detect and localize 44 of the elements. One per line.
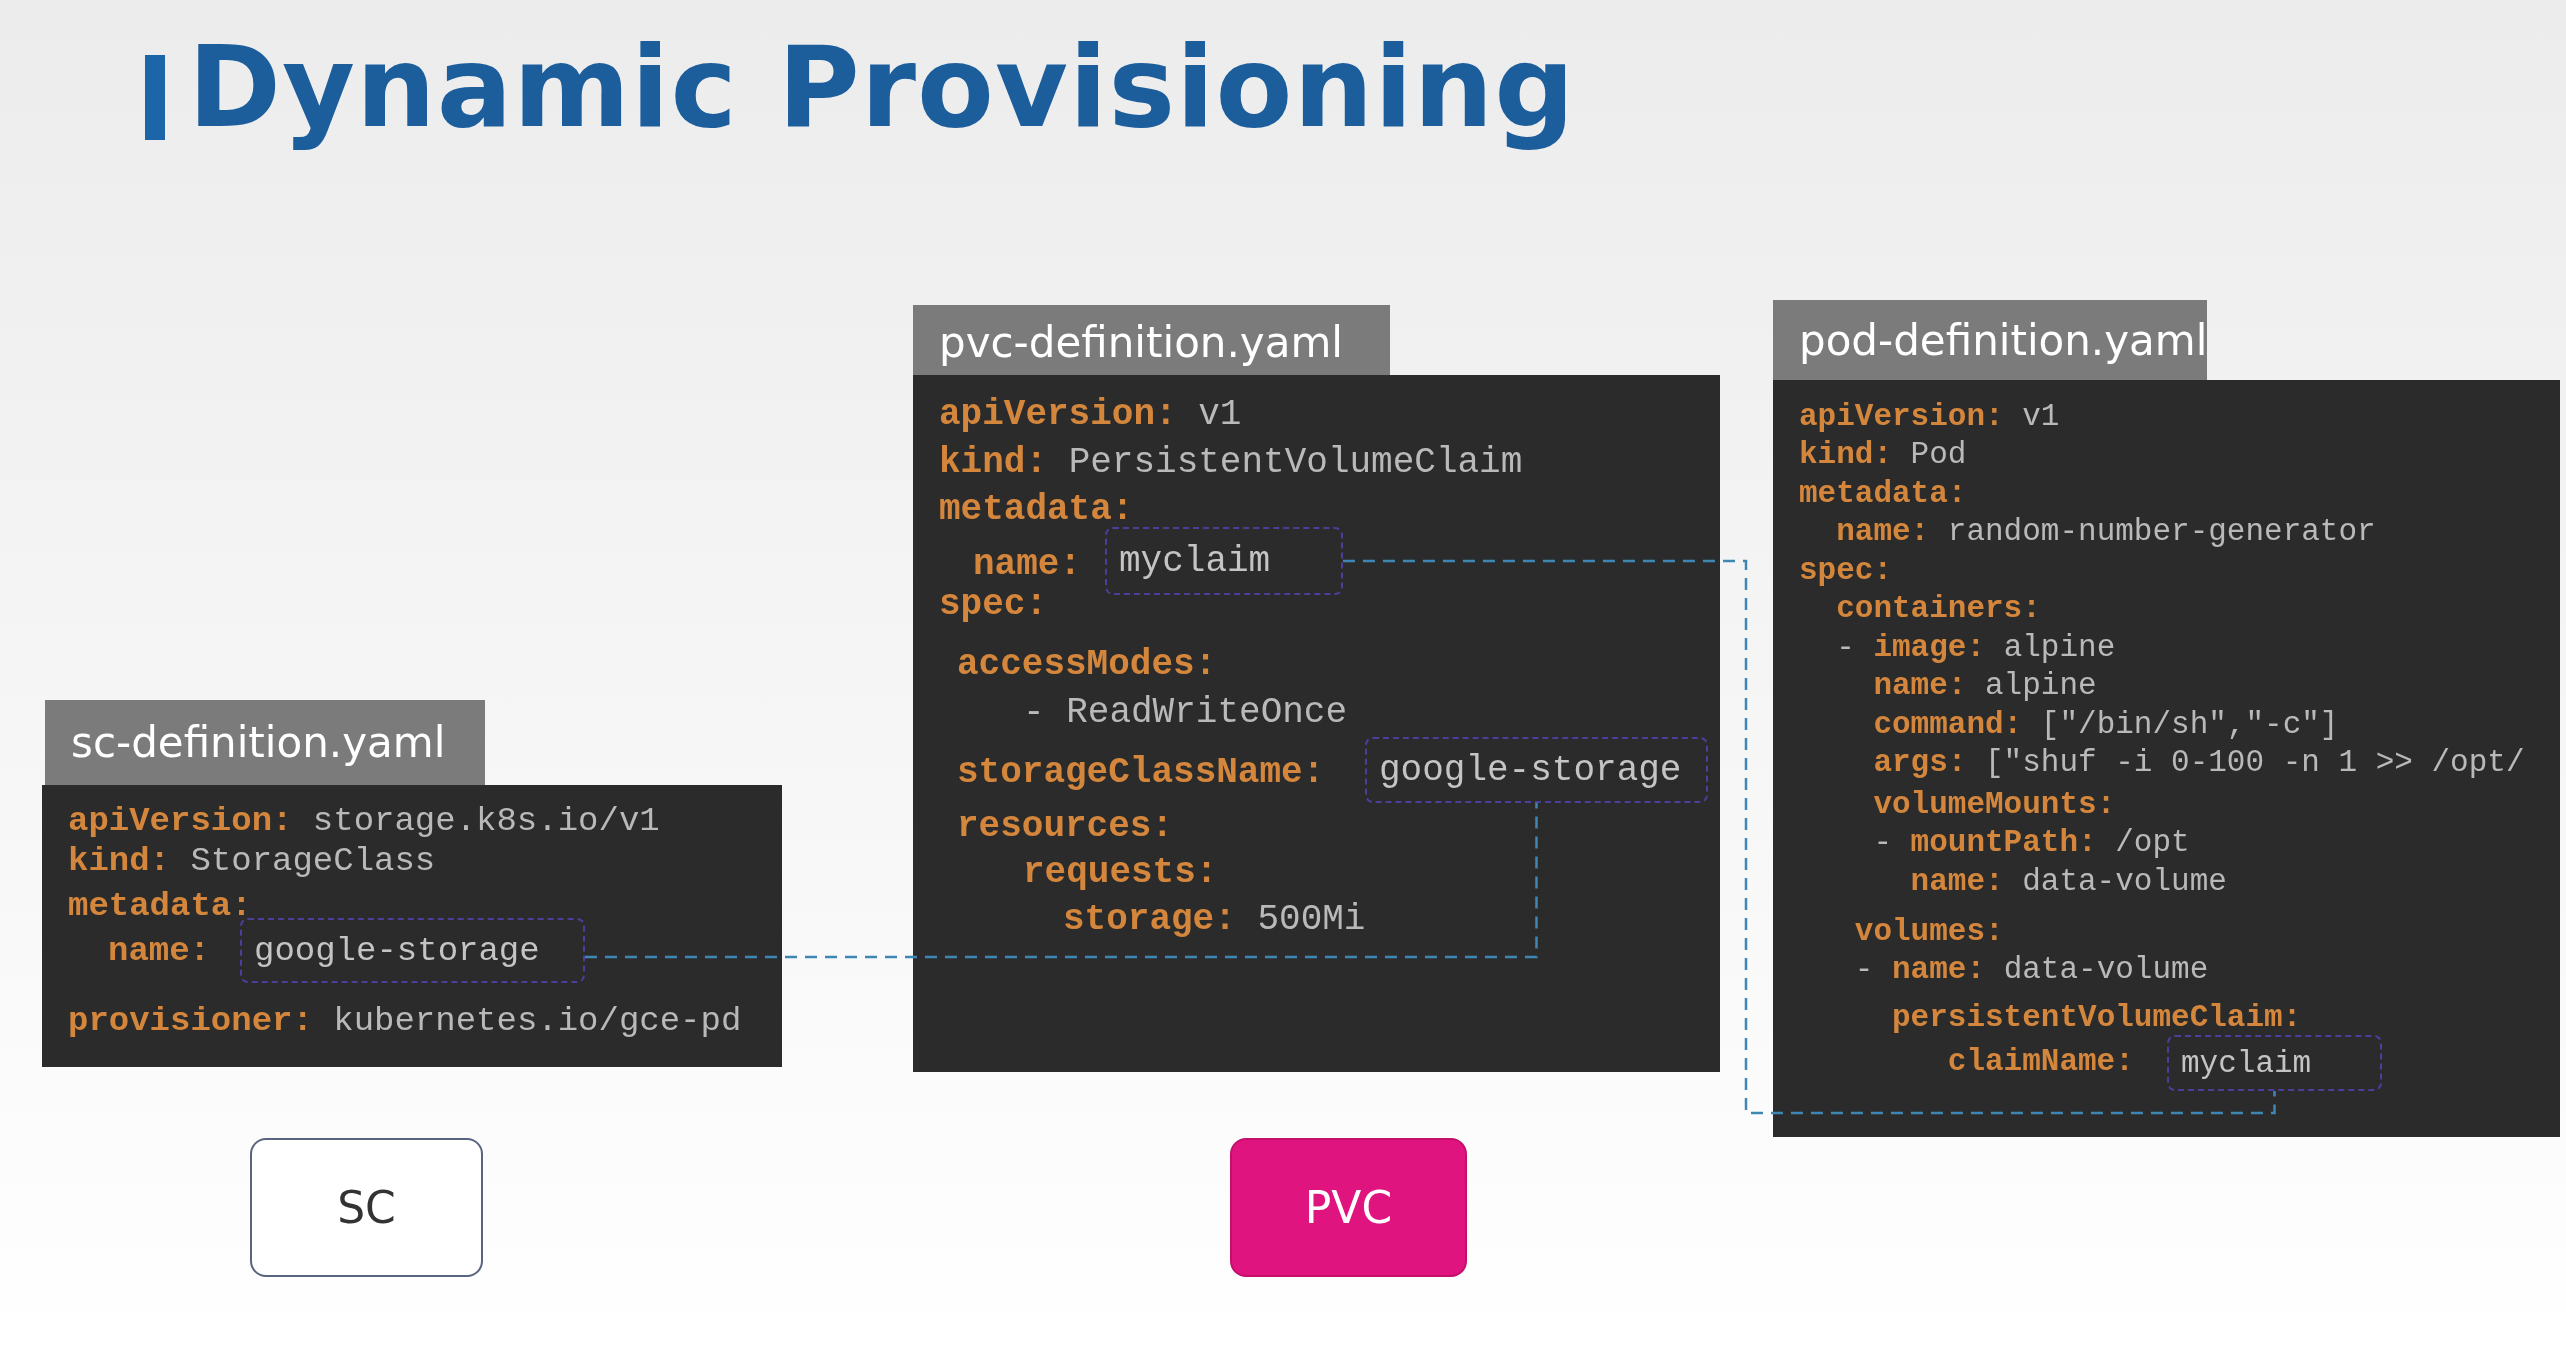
code-line: name: data-volume bbox=[1910, 865, 2227, 900]
code-window bbox=[42, 700, 782, 1067]
code-line: volumes: bbox=[1854, 915, 2004, 950]
connector-line bbox=[585, 803, 1538, 959]
code-line: apiVersion: storage.k8s.io/v1 bbox=[68, 803, 660, 841]
code-line: volumeMounts: bbox=[1873, 788, 2116, 823]
code-line: spec: bbox=[1799, 554, 1892, 589]
highlighted-value: myclaim bbox=[1105, 527, 1343, 595]
code-line: apiVersion: v1 bbox=[1799, 400, 2060, 435]
code-line: containers: bbox=[1836, 592, 2041, 627]
file-name-tab: sc-definition.yaml bbox=[45, 700, 485, 785]
code-line: name: alpine bbox=[1873, 669, 2097, 704]
code-line: name: random-number-generator bbox=[1836, 515, 2376, 550]
resource-box: PVC bbox=[1230, 1138, 1467, 1277]
code-line: name: bbox=[973, 545, 1082, 585]
code-line: args: ["shuf -i 0-100 -n 1 >> /opt/ bbox=[1873, 746, 2525, 781]
highlighted-value: google-storage bbox=[240, 918, 585, 983]
code-line: apiVersion: v1 bbox=[939, 395, 1242, 435]
code-line: provisioner: kubernetes.io/gce-pd bbox=[68, 1003, 742, 1041]
code-line: - mountPath: /opt bbox=[1873, 826, 2190, 861]
code-line: kind: StorageClass bbox=[68, 843, 436, 881]
code-line: kind: PersistentVolumeClaim bbox=[939, 443, 1523, 483]
code-line: metadata: bbox=[1799, 477, 1967, 512]
code-line: accessModes: bbox=[957, 645, 1217, 685]
code-line: storage: 500Mi bbox=[1063, 900, 1366, 940]
code-line: kind: Pod bbox=[1799, 438, 1967, 473]
connector-line bbox=[1343, 559, 2276, 1115]
code-line: name: bbox=[108, 933, 211, 971]
code-line: resources: bbox=[957, 807, 1174, 847]
code-line: claimName: bbox=[1947, 1045, 2134, 1080]
code-line: - ReadWriteOnce bbox=[1023, 693, 1348, 733]
code-line: requests: bbox=[1023, 853, 1218, 893]
code-line: persistentVolumeClaim: bbox=[1892, 1001, 2302, 1036]
slide-title: Dynamic Provisioning bbox=[188, 22, 1576, 152]
file-name-tab: pod-definition.yaml bbox=[1773, 300, 2207, 380]
highlighted-value: myclaim bbox=[2167, 1035, 2382, 1091]
resource-box: SC bbox=[250, 1138, 483, 1277]
code-line: spec: bbox=[939, 585, 1048, 625]
highlighted-value: google-storage bbox=[1365, 737, 1708, 803]
code-line: - image: alpine bbox=[1836, 631, 2116, 666]
code-line: storageClassName: bbox=[957, 753, 1325, 793]
code-line: - name: data-volume bbox=[1854, 953, 2209, 988]
code-line: command: ["/bin/sh","-c"] bbox=[1873, 708, 2339, 743]
code-line: metadata: bbox=[939, 490, 1134, 530]
